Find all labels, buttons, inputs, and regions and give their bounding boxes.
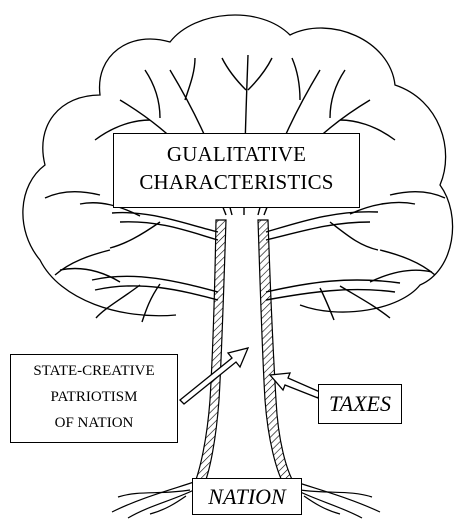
state-creative-line-2: PATRIOTISM — [50, 389, 138, 405]
state-creative-patriotism-box: STATE-CREATIVE PATRIOTISM OF NATION — [10, 354, 178, 443]
qualitative-line-1: GUALITATIVE — [166, 142, 307, 166]
qualitative-characteristics-box: GUALITATIVE CHARACTERISTICS — [113, 133, 360, 208]
tree-crown-outline — [22, 14, 454, 317]
nation-label: NATION — [208, 484, 286, 509]
arrow-patriotism-to-trunk — [179, 347, 250, 405]
arrow-taxes-to-trunk — [268, 372, 321, 399]
qualitative-line-2: CHARACTERISTICS — [139, 170, 334, 194]
taxes-box: TAXES — [318, 384, 402, 424]
state-creative-line-1: STATE-CREATIVE — [33, 363, 155, 379]
nation-box: NATION — [192, 478, 302, 515]
trunk-left-bark — [193, 219, 227, 486]
state-creative-line-3: OF NATION — [54, 415, 134, 431]
taxes-label: TAXES — [329, 391, 391, 416]
trunk-right-bark — [257, 219, 297, 486]
